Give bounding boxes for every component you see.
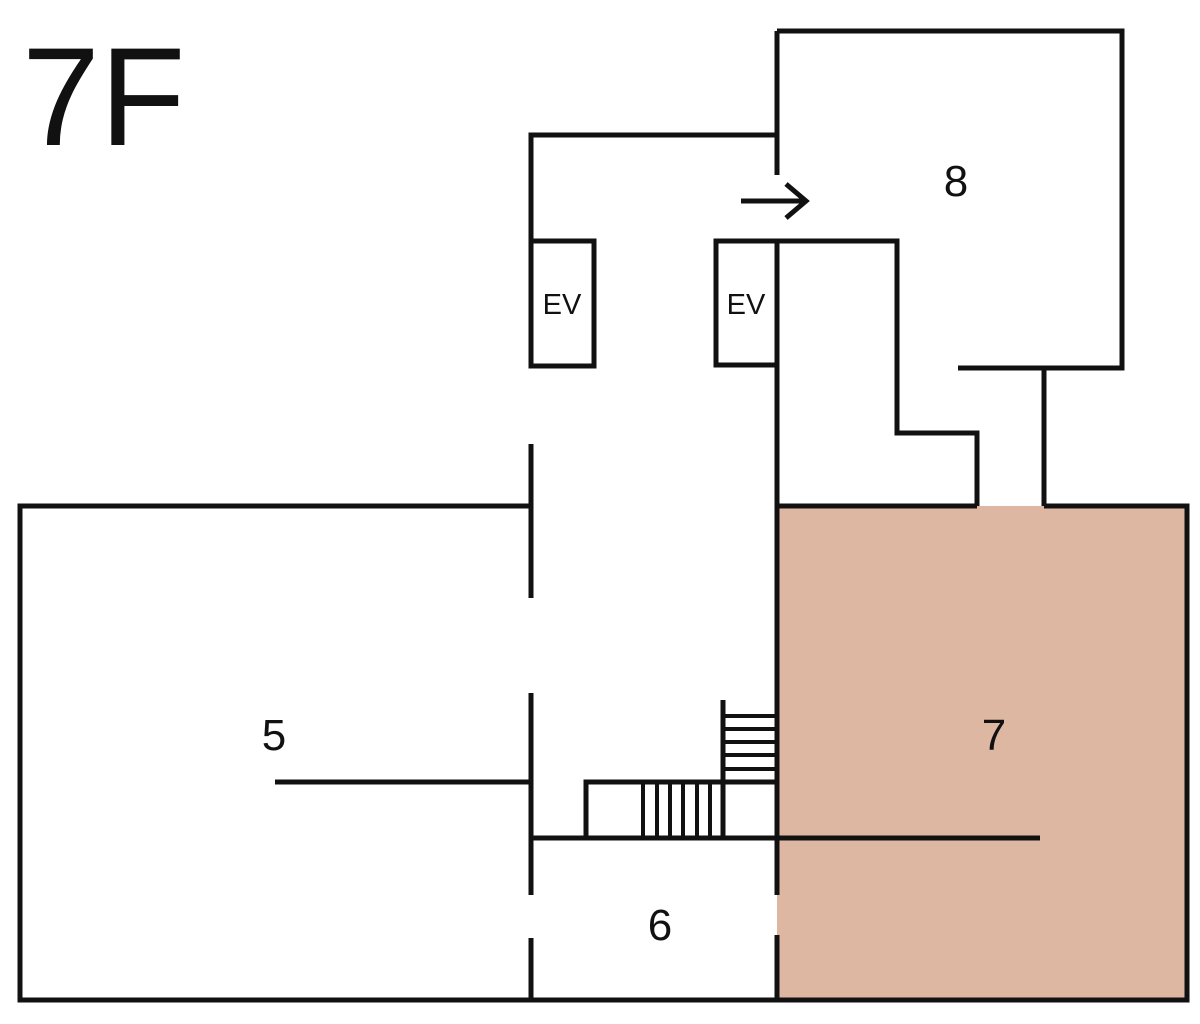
elevator-left-label: EV xyxy=(543,289,582,321)
room-8 xyxy=(774,28,1125,506)
elevator-right xyxy=(713,238,780,368)
room-7-highlight xyxy=(777,506,1187,1000)
arrow-right-icon xyxy=(741,182,810,220)
room-number-8: 8 xyxy=(944,157,968,206)
elevator-right-label: EV xyxy=(727,289,766,321)
room-5 xyxy=(17,503,531,1003)
elevator-left xyxy=(528,238,597,369)
room-number-6: 6 xyxy=(648,901,672,950)
stairs-icon xyxy=(583,700,777,838)
room-number-5: 5 xyxy=(262,711,286,760)
floor-label: 7F xyxy=(22,18,185,175)
room-number-7: 7 xyxy=(982,711,1006,760)
room-7 xyxy=(777,503,1190,1003)
